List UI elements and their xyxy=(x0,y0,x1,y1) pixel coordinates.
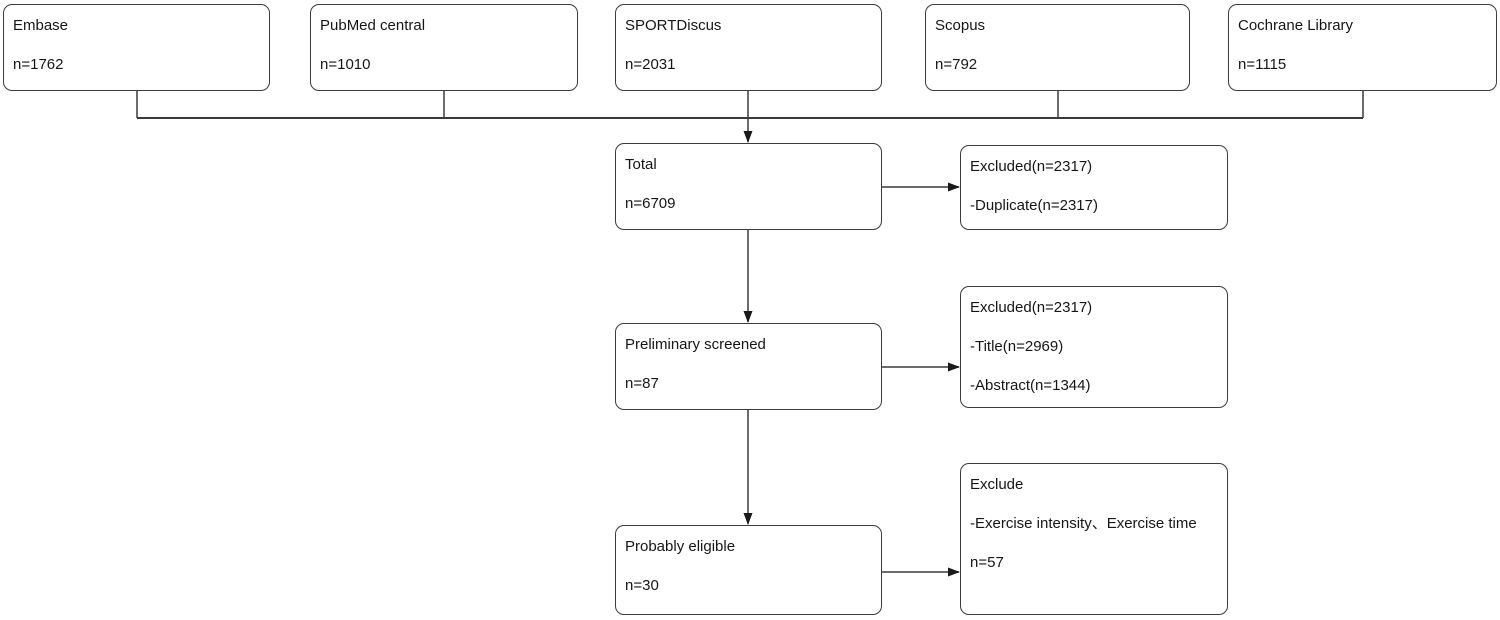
flow-label: Preliminary screened xyxy=(625,336,766,353)
box-source-embase: Embase n=1762 xyxy=(3,4,270,91)
box-excluded-duplicate: Excluded(n=2317) -Duplicate(n=2317) xyxy=(960,145,1228,230)
flow-count: n=30 xyxy=(625,577,659,594)
source-count: n=792 xyxy=(935,56,978,73)
exclusion-line: Excluded(n=2317) xyxy=(970,299,1093,316)
source-label: PubMed central xyxy=(320,17,426,34)
box-probably-eligible: Probably eligible n=30 xyxy=(615,525,882,615)
exclusion-line: -Duplicate(n=2317) xyxy=(970,197,1098,214)
flow-count: n=6709 xyxy=(625,195,676,212)
exclusion-line: Exclude xyxy=(970,476,1024,493)
source-count: n=1115 xyxy=(1238,56,1287,73)
source-count: n=1762 xyxy=(13,56,64,73)
box-source-scopus: Scopus n=792 xyxy=(925,4,1190,91)
source-label: Cochrane Library xyxy=(1238,17,1354,34)
source-count: n=2031 xyxy=(625,56,676,73)
exclusion-line: Excluded(n=2317) xyxy=(970,158,1093,175)
exclusion-line: -Exercise intensity、Exercise time xyxy=(970,515,1197,532)
source-label: Embase xyxy=(13,17,69,34)
source-label: Scopus xyxy=(935,17,986,34)
exclusion-line: -Abstract(n=1344) xyxy=(970,377,1091,394)
box-excluded-title-abstract: Excluded(n=2317) -Title(n=2969) -Abstrac… xyxy=(960,286,1228,408)
box-preliminary-screened: Preliminary screened n=87 xyxy=(615,323,882,410)
source-label: SPORTDiscus xyxy=(625,17,722,34)
flow-count: n=87 xyxy=(625,375,659,392)
exclusion-line: n=57 xyxy=(970,554,1004,571)
source-count: n=1010 xyxy=(320,56,371,73)
box-source-sportdiscus: SPORTDiscus n=2031 xyxy=(615,4,882,91)
box-source-cochrane-library: Cochrane Library n=1115 xyxy=(1228,4,1497,91)
exclusion-line: -Title(n=2969) xyxy=(970,338,1064,355)
box-exclude-exercise: Exclude -Exercise intensity、Exercise tim… xyxy=(960,463,1228,615)
flow-label: Probably eligible xyxy=(625,538,736,555)
box-total: Total n=6709 xyxy=(615,143,882,230)
flow-label: Total xyxy=(625,156,657,173)
box-source-pubmed-central: PubMed central n=1010 xyxy=(310,4,578,91)
